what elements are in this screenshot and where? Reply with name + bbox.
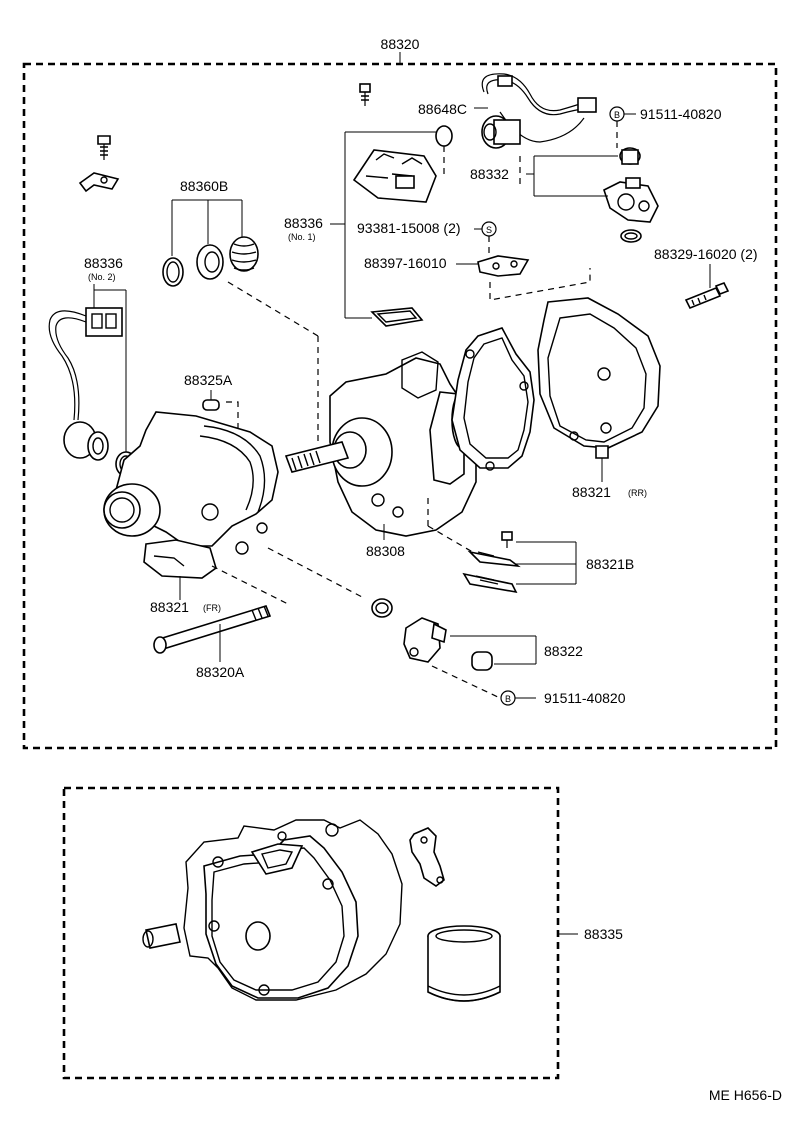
front-housing (103, 411, 279, 579)
rear-housing (537, 297, 661, 459)
svg-text:B: B (614, 110, 620, 120)
connector-no2-leaders (93, 284, 127, 452)
sensor-body (603, 177, 659, 223)
label-connector-no2: 88336 (84, 255, 123, 271)
pin-part (202, 399, 220, 411)
label-shaft-cylinder: 88308 (366, 543, 405, 559)
valve-body (403, 617, 447, 663)
gasket-kit-boundary (62, 786, 578, 1080)
seal-spring (229, 236, 259, 272)
plate-part-upper (467, 550, 521, 568)
middle-gasket (451, 327, 535, 471)
label-plate: 88321B (586, 556, 634, 572)
valve-cap (471, 651, 493, 671)
plate-part-lower (462, 572, 518, 594)
valve-leaders (450, 635, 537, 665)
label-through-bolt: 88320A (196, 664, 245, 680)
small-oring-top (435, 125, 453, 147)
label-rear-housing: 88321 (572, 484, 611, 500)
sensor-cap (619, 147, 641, 165)
cable-connector (481, 73, 597, 149)
svg-text:S: S (486, 225, 492, 235)
label-connector-no1: 88336 (284, 215, 323, 231)
connector-no2-part (48, 307, 123, 461)
kit-gasket (203, 823, 359, 999)
svg-text:B: B (505, 694, 511, 704)
marker-b-bottom: B (500, 690, 516, 706)
plate-leaders (516, 541, 577, 585)
bolt-topleft (97, 135, 111, 160)
clip-topleft (78, 172, 120, 193)
small-oring-right (620, 229, 642, 243)
label-bracket: 88397-16010 (364, 255, 447, 271)
bracket-guide-line (489, 268, 591, 301)
label-sensor-top: 88332 (470, 166, 509, 182)
seal-guide-line (227, 281, 319, 337)
shaft-cylinder (284, 351, 477, 537)
oring-seal (162, 257, 184, 287)
kit-small-gasket (409, 827, 445, 887)
label-connector-cable: 88648C (418, 101, 467, 117)
kit-filter-cylinder (427, 925, 501, 1002)
connector-block (352, 149, 437, 203)
label-front-housing: 88321 (150, 599, 189, 615)
plate-screw (501, 531, 513, 548)
label-connector-no1-note: (No. 1) (288, 232, 316, 242)
connector-gasket (370, 307, 424, 327)
label-bolt-b-top: 91511-40820 (640, 106, 722, 122)
oring-valve (371, 598, 393, 618)
bolt-right (684, 281, 730, 310)
label-bolt-b-bottom: 91511-40820 (544, 690, 626, 706)
bolt-top-center (359, 83, 371, 106)
seal-kit-leaders (171, 199, 243, 256)
label-bolt-right: 88329-16020 (2) (654, 246, 758, 262)
connector-no1-leaders (330, 131, 438, 319)
kit-housing-outline (142, 819, 403, 1001)
diagram-code: ME H656-D (709, 1087, 782, 1103)
label-seal-kit: 88360B (180, 178, 228, 194)
label-valve: 88322 (544, 643, 583, 659)
label-front-housing-note: (FR) (203, 603, 221, 613)
label-gasket-kit: 88335 (584, 926, 623, 942)
valve-bolt-guide (431, 665, 501, 699)
through-bolt (153, 605, 272, 654)
marker-s: S (481, 221, 497, 237)
label-assembly: 88320 (381, 36, 420, 52)
bracket-part (477, 255, 530, 277)
sensor-top-leaders (526, 155, 618, 197)
label-rear-housing-note: (RR) (628, 488, 647, 498)
assembly-boundary (22, 52, 778, 750)
shaft-seal (196, 244, 224, 280)
bolt-guide-line (211, 565, 289, 605)
label-pin: 88325A (184, 372, 233, 388)
label-screw-s: 93381-15008 (2) (357, 220, 461, 236)
marker-b-top: B (609, 106, 625, 122)
label-connector-no2-note: (No. 2) (88, 272, 116, 282)
